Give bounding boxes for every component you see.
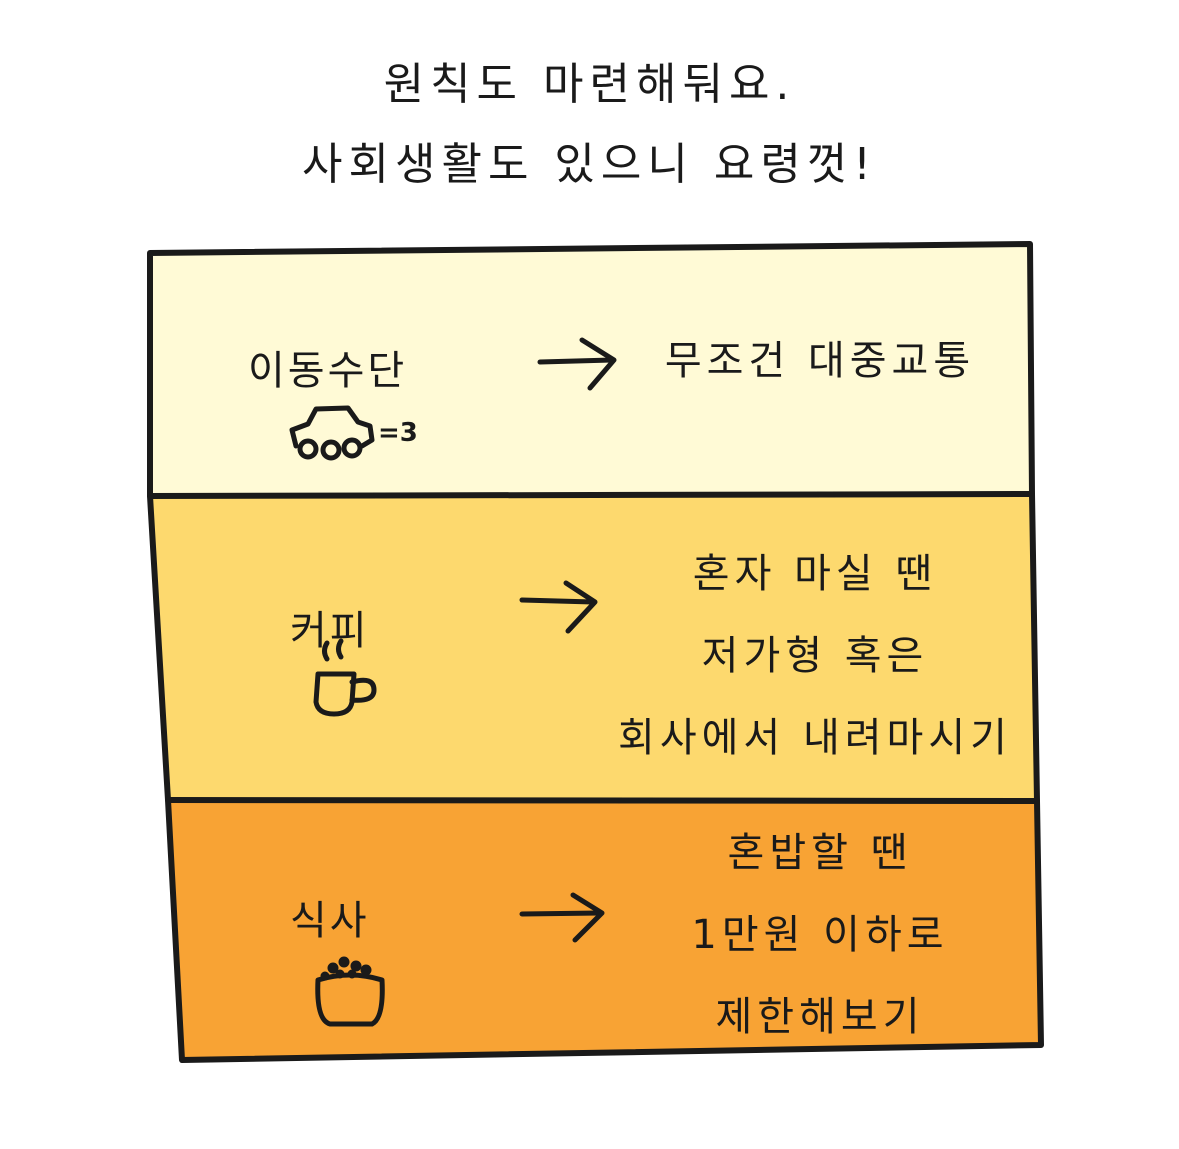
rule-result-meal: 혼밥할 땐 1만원 이하로 제한해보기 [640,812,1000,1058]
heading-line-1: 원칙도 마련해둬요. [383,59,796,110]
rule-label-meal: 식사 [290,898,370,944]
rule-result-line: 1만원 이하로 [691,912,949,958]
row-divider-1 [147,491,1035,499]
rice-bowl-icon [315,956,385,1027]
rule-result-line: 무조건 대중교통 [664,338,976,384]
heading-line-2: 사회생활도 있으니 요령껏! [302,139,877,190]
rule-result-coffee: 혼자 마실 땐 저가형 혹은 회사에서 내려마시기 [600,533,1030,779]
arrow-right-icon [519,892,605,943]
rule-result-transport: 무조건 대중교통 [660,320,980,402]
rule-result-line: 제한해보기 [715,994,925,1040]
rule-result-line: 혼밥할 땐 [727,830,913,876]
table-outline [147,241,1044,1063]
rule-label-transport: 이동수단 [248,348,408,394]
row-coffee-background [150,494,1037,801]
rule-label-coffee: 커피 [290,608,370,654]
rule-result-line: 회사에서 내려마시기 [618,715,1012,761]
arrow-right-icon [519,580,598,634]
rule-result-line: 혼자 마실 땐 [692,551,938,597]
row-divider-2 [165,797,1040,804]
rule-result-line: 저가형 혹은 [701,633,929,679]
row-meal-background [168,800,1041,1060]
arrow-right-icon [537,337,617,391]
car-exhaust-text: =3 [378,418,418,448]
car-icon [289,405,375,461]
coffee-cup-icon [313,638,377,717]
